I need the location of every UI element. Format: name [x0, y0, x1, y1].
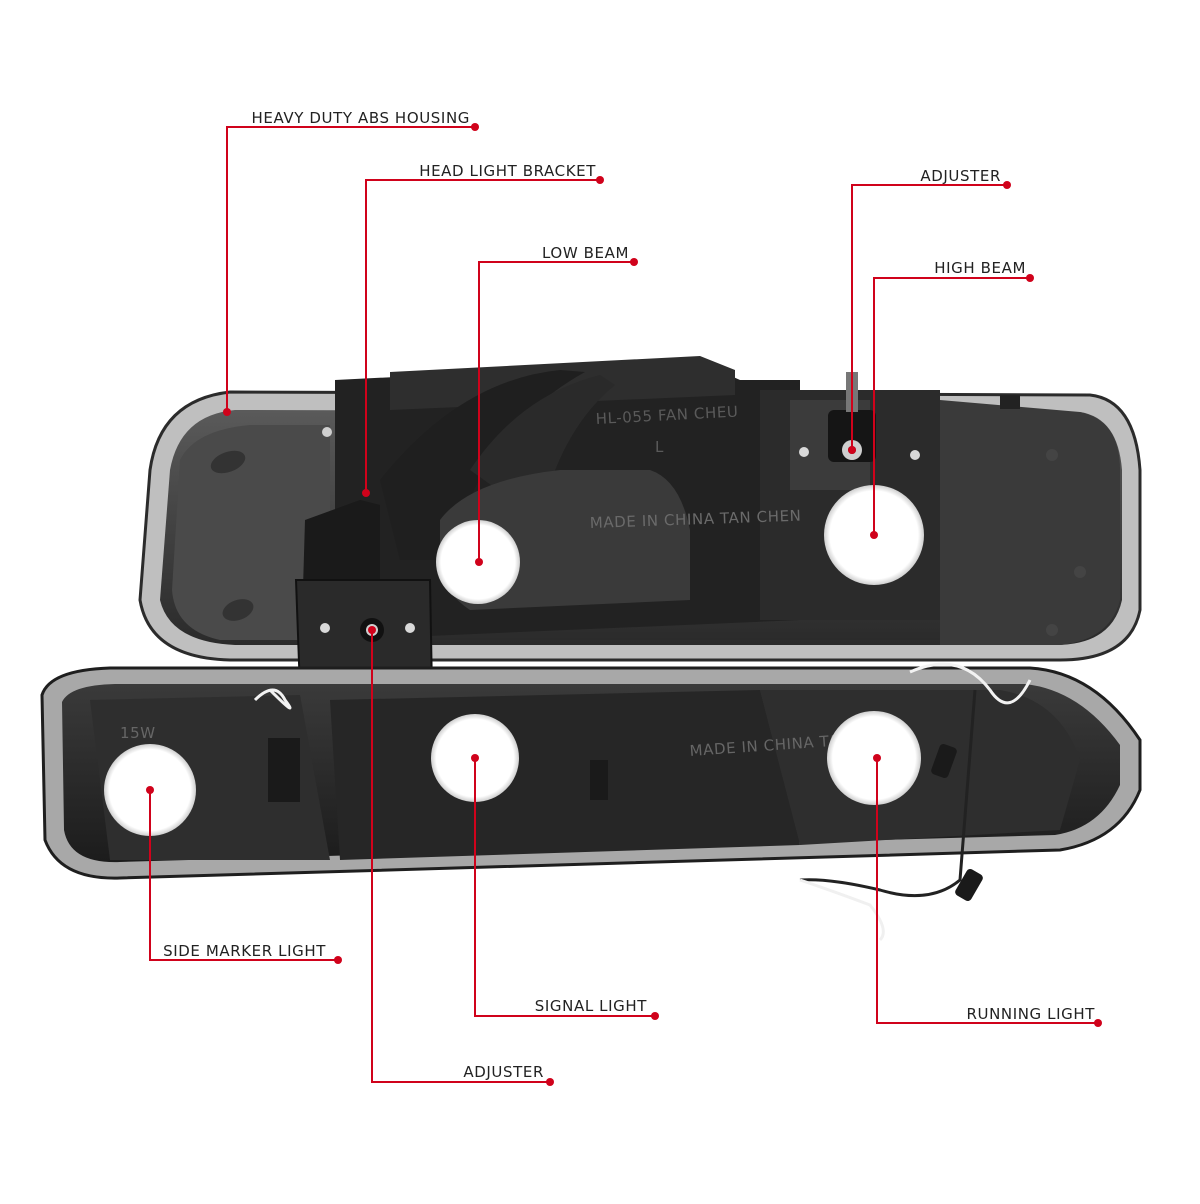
leader-running-light — [876, 758, 1098, 1024]
leader-side-marker-light — [149, 790, 338, 961]
headlight-housing: HL-055 FAN CHEU L MADE IN CHINA TAN CHEN — [138, 356, 1142, 691]
callout-labels: HEAVY DUTY ABS HOUSING HEAD LIGHT BRACKE… — [163, 109, 1095, 1081]
wire-pigtail-light — [799, 878, 885, 942]
label-low-beam: LOW BEAM — [542, 244, 629, 262]
wire-right — [909, 662, 1032, 705]
wire-left — [253, 688, 292, 710]
label-adjuster-top: ADJUSTER — [920, 167, 1001, 185]
callout-dots — [146, 123, 1102, 1086]
label-adjuster-bottom: ADJUSTER — [463, 1063, 544, 1081]
bulb-rating-text: 15W — [120, 724, 156, 742]
leader-head-light-bracket — [365, 179, 600, 493]
leader-adjuster-top — [851, 184, 1007, 450]
label-running-light: RUNNING LIGHT — [966, 1005, 1095, 1023]
wire-pigtail-dark — [799, 689, 977, 898]
leader-signal-light — [474, 758, 655, 1017]
leader-high-beam — [873, 277, 1030, 535]
corner-light-housing: 15W MADE IN CHINA TAN CHEN — [40, 662, 1142, 942]
callout-leaders — [149, 126, 1098, 1083]
housing-side-text: L — [655, 438, 664, 456]
leader-adjuster-bottom — [371, 630, 550, 1083]
label-high-beam: HIGH BEAM — [934, 259, 1026, 277]
leader-heavy-duty-abs-housing — [226, 126, 475, 412]
label-head-light-bracket: HEAD LIGHT BRACKET — [419, 162, 596, 180]
label-signal-light: SIGNAL LIGHT — [535, 997, 647, 1015]
label-side-marker-light: SIDE MARKER LIGHT — [163, 942, 326, 960]
label-heavy-duty-abs-housing: HEAVY DUTY ABS HOUSING — [251, 109, 470, 127]
leader-low-beam — [478, 261, 634, 562]
